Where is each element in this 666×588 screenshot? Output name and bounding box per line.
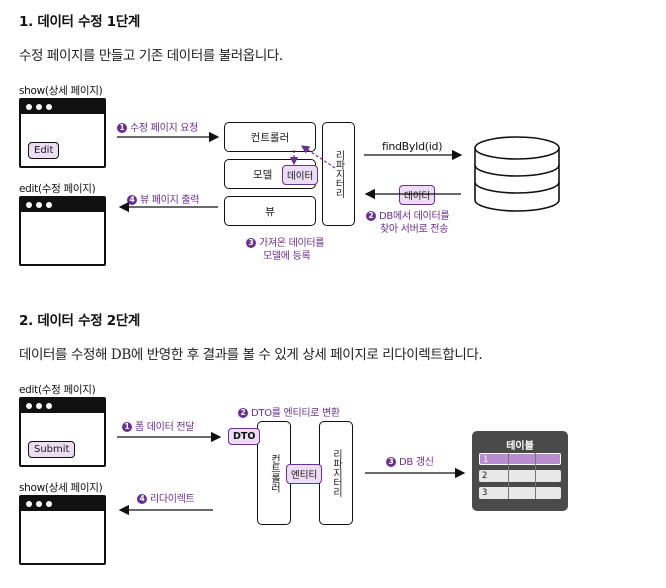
window-dot-icon xyxy=(36,402,42,409)
section2-description: 데이터를 수정해 DB에 반영한 후 결과를 볼 수 있게 상세 페이지로 리다… xyxy=(19,347,483,363)
window-dot-icon xyxy=(26,402,32,409)
table-col-divider xyxy=(508,453,509,499)
section1-title: 1. 데이터 수정 1단계 xyxy=(19,14,141,30)
db-table: 테이블 1 2 3 xyxy=(472,431,568,511)
window-titlebar xyxy=(21,198,104,212)
window-dot-icon xyxy=(36,201,42,208)
window-dot-icon xyxy=(26,201,32,208)
window-dot-icon xyxy=(36,500,42,507)
edit-window-2: Submit xyxy=(19,397,106,467)
edit-window-label: edit(수정 페이지) xyxy=(19,183,96,195)
model-data-tag: 데이터 xyxy=(282,165,319,185)
window-titlebar xyxy=(21,399,104,413)
window-dot-icon xyxy=(46,402,52,409)
window-dot-icon xyxy=(46,201,52,208)
table-row: 3 xyxy=(479,487,561,499)
window-dot-icon xyxy=(46,500,52,507)
show-window-2 xyxy=(19,495,106,565)
step3-label-line2: 모델에 등록 xyxy=(263,251,311,262)
db-data-tag: 데이터 xyxy=(399,185,436,205)
repository-box-2: 리파지터리 xyxy=(319,421,353,525)
submit-button[interactable]: Submit xyxy=(28,441,76,458)
show-window: Edit xyxy=(19,98,106,168)
window-dot-icon xyxy=(36,103,42,110)
section2-title: 2. 데이터 수정 2단계 xyxy=(19,313,141,329)
show-window-label-2: show(상세 페이지) xyxy=(19,482,103,494)
window-dot-icon xyxy=(46,103,52,110)
window-titlebar xyxy=(21,100,104,114)
window-dot-icon xyxy=(26,103,32,110)
repository-box: 리파지터리 xyxy=(322,122,355,226)
entity-tag: 엔티티 xyxy=(286,464,323,484)
arrow-data-to-controller xyxy=(301,145,336,169)
show-window-label: show(상세 페이지) xyxy=(19,85,103,97)
window-titlebar xyxy=(21,497,104,511)
controller-box: 컨트롤러 xyxy=(224,122,316,152)
edit-window-label-2: edit(수정 페이지) xyxy=(19,384,96,396)
table-row: 2 xyxy=(479,470,561,482)
table-title: 테이블 xyxy=(506,441,534,452)
edit-button[interactable]: Edit xyxy=(28,142,60,159)
dto-tag: DTO xyxy=(228,428,261,445)
section1-description: 수정 페이지를 만들고 기존 데이터를 불러옵니다. xyxy=(19,48,283,64)
table-row: 1 xyxy=(479,453,561,465)
database-icon xyxy=(474,136,560,212)
step2-label-line2: 찾아 서버로 전송 xyxy=(380,224,449,235)
view-box: 뷰 xyxy=(224,196,316,226)
table-col-divider xyxy=(535,453,536,499)
find-method-label: findById(id) xyxy=(382,140,443,153)
window-dot-icon xyxy=(26,500,32,507)
edit-window xyxy=(19,196,106,266)
